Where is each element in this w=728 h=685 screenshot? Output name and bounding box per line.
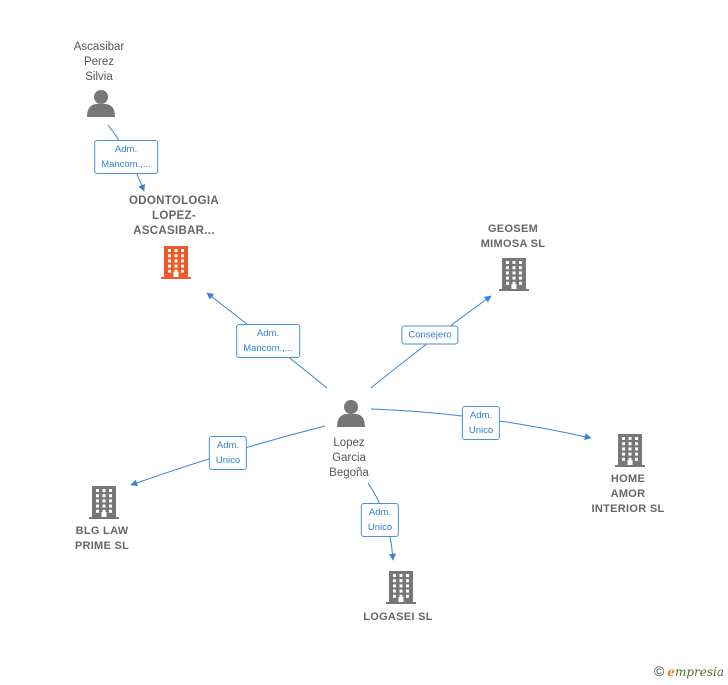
edge-label-lopez-to-logasei[interactable]: Adm. Unico [360,503,400,537]
building-icon-blg[interactable] [89,486,119,519]
node-label-ascasibar[interactable]: Ascasibar Perez Silvia [73,41,125,83]
building-icon-odontologia[interactable] [161,246,191,279]
edge-label-ascasibar-to-odontologia[interactable]: Adm. Mancom.,... [94,140,158,174]
node-label-logasei[interactable]: LOGASEI SL [363,611,433,623]
node-label-home[interactable]: HOME AMOR INTERIOR SL [591,473,665,515]
person-icon-ascasibar[interactable] [87,90,115,117]
building-icon-geosem[interactable] [499,258,529,291]
person-icon-lopez[interactable] [337,400,365,427]
node-label-geosem[interactable]: GEOSEM MIMOSA SL [480,223,546,250]
building-icon-home[interactable] [615,434,645,467]
edge-label-lopez-to-geosem[interactable]: Consejero [401,325,459,345]
brand-logo: ©empresia [654,663,724,679]
edge-label-lopez-to-home[interactable]: Adm. Unico [461,406,501,440]
node-label-lopez[interactable]: Lopez Garcia Begoña [329,437,369,479]
node-label-odontologia[interactable]: ODONTOLOGIA LOPEZ- ASCASIBAR... [129,195,219,237]
brand-name: mpresia [674,665,724,679]
brand-e: e [667,665,675,679]
edge-label-lopez-to-blg[interactable]: Adm. Unico [208,436,248,470]
building-icon-logasei[interactable] [386,571,416,604]
copyright-symbol: © [653,663,665,679]
node-label-blg[interactable]: BLG LAW PRIME SL [74,525,130,552]
edge-label-lopez-to-odontologia[interactable]: Adm. Mancom.,... [236,324,300,358]
